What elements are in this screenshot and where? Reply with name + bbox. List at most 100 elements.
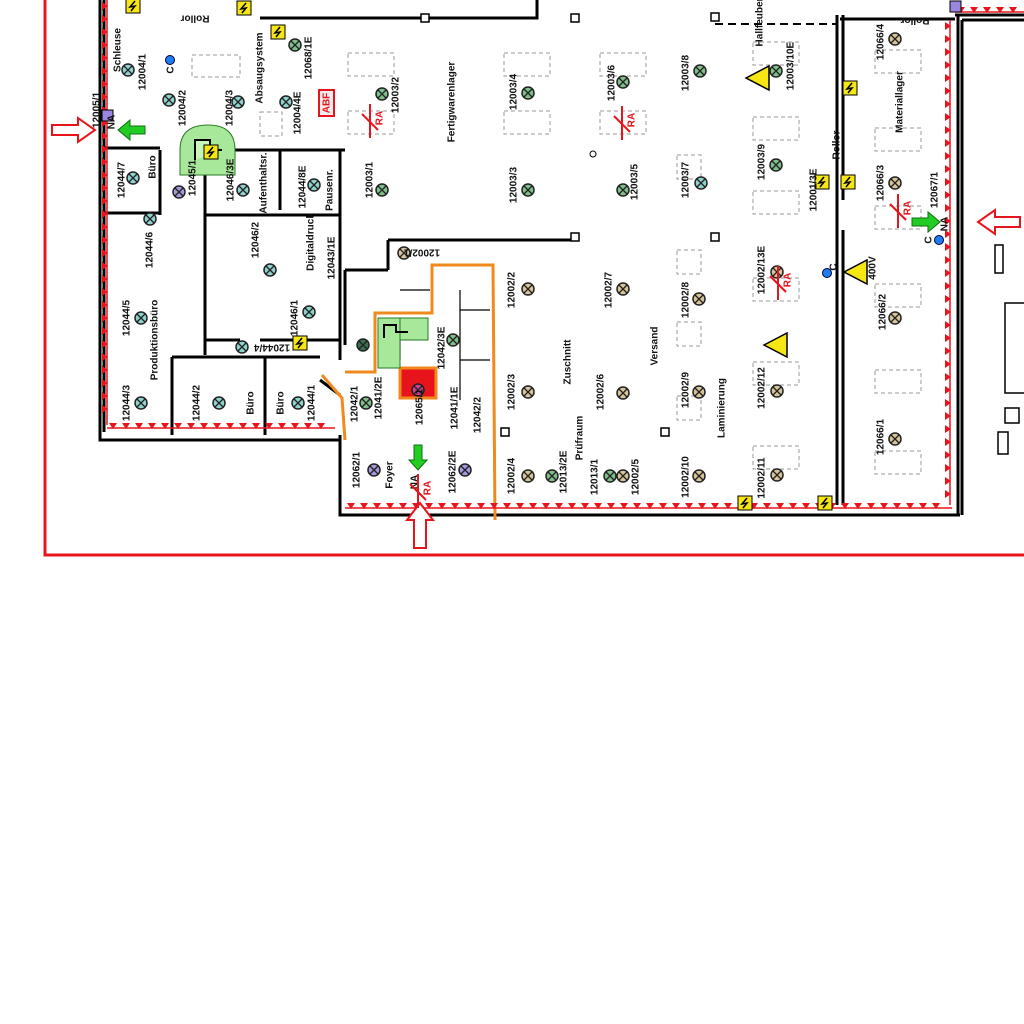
escape-route-arrow — [200, 423, 208, 429]
escape-route-arrow — [187, 423, 195, 429]
fire-extinguisher-icon — [934, 235, 944, 245]
luminaire-icon — [521, 385, 535, 399]
escape-route-arrow — [945, 464, 951, 472]
plan-label: 12042/3E — [437, 326, 448, 369]
luminaire-icon — [288, 38, 302, 52]
escape-route-arrow — [102, 132, 108, 140]
exit-arrows — [51, 116, 1021, 549]
escape-route-arrow — [464, 503, 472, 509]
luminaire-icon — [356, 338, 370, 352]
plan-label: 12003/2 — [391, 76, 402, 113]
escape-route-arrow — [945, 256, 951, 264]
luminaire-icon — [162, 93, 176, 107]
escape-route-arrow — [304, 423, 312, 429]
na-marker: NA — [107, 115, 118, 129]
escape-route-arrow — [102, 392, 108, 400]
escape-route-arrow — [213, 423, 221, 429]
plan-label: Büro — [148, 155, 159, 178]
escape-route-arrow — [945, 61, 951, 69]
plan-label: 12002/2 — [507, 271, 518, 308]
escape-route-arrow — [854, 503, 862, 509]
plan-label: 400V — [868, 256, 879, 280]
plan-label: Büro — [246, 391, 257, 414]
escape-route-arrow — [789, 503, 797, 509]
escape-route-arrow — [607, 503, 615, 509]
plan-label: 12013/1 — [590, 458, 601, 495]
luminaire-icon — [692, 292, 706, 306]
escape-route-arrow — [291, 423, 299, 429]
escape-route-arrow — [919, 503, 927, 509]
escape-route-arrow — [672, 503, 680, 509]
escape-route-arrow — [252, 423, 260, 429]
high-voltage-sign-icon — [270, 24, 286, 40]
high-voltage-sign-icon — [125, 0, 141, 14]
luminaire-icon — [521, 183, 535, 197]
escape-route-arrow — [945, 87, 951, 95]
ra-marker: RA — [783, 273, 794, 287]
plan-label: 12062/1 — [352, 451, 363, 488]
escape-route-arrow — [724, 503, 732, 509]
c-marker: C — [829, 263, 840, 270]
plan-label: 12044/3 — [122, 384, 133, 421]
escape-route-arrow — [945, 35, 951, 43]
escape-route-arrow — [945, 321, 951, 329]
plan-label: 12003/6 — [607, 64, 618, 101]
escape-route-arrow — [239, 423, 247, 429]
plan-label: 12002/5 — [631, 458, 642, 495]
plan-label: 12002/12 — [757, 367, 768, 409]
plan-label: Foyer — [385, 461, 396, 488]
alarm-button-icon — [101, 109, 114, 122]
luminaire-icon — [446, 333, 460, 347]
escape-route-arrow — [945, 282, 951, 290]
escape-route-arrow — [983, 7, 991, 13]
escape-route-arrow — [893, 503, 901, 509]
plan-label: 12003/10E — [786, 41, 797, 90]
staircase-2 — [377, 317, 429, 369]
escape-route-arrow — [945, 230, 951, 238]
escape-route-arrow — [438, 503, 446, 509]
plan-label: 12041/2E — [374, 376, 385, 419]
plan-label: 12004/1 — [138, 53, 149, 90]
luminaire-icon — [888, 32, 902, 46]
luminaires — [121, 32, 902, 483]
luminaire-icon — [694, 176, 708, 190]
luminaire-icon — [521, 469, 535, 483]
escape-route-arrow — [102, 184, 108, 192]
escape-route-arrow — [102, 197, 108, 205]
escape-route-arrow — [1009, 7, 1017, 13]
plan-label: 12002/3 — [507, 373, 518, 410]
plan-label: Produktionsbüro — [150, 300, 161, 381]
escape-route-arrow — [102, 262, 108, 270]
plan-label: 12066/2 — [878, 293, 889, 330]
plan-label: 12002/8 — [681, 281, 692, 318]
luminaire-icon — [236, 183, 250, 197]
plan-label: 12004/4E — [293, 91, 304, 134]
plan-label: 12066/1 — [876, 418, 887, 455]
smoke-vent-ra-icon: RA — [769, 266, 794, 300]
escape-route-arrow — [102, 288, 108, 296]
escape-route-arrow — [102, 41, 108, 49]
escape-route-arrow — [945, 451, 951, 459]
escape-route-arrow — [102, 80, 108, 88]
escape-route-arrow — [763, 503, 771, 509]
c-marker: C — [166, 66, 177, 73]
plan-label: 12002/1 — [403, 247, 440, 258]
escape-route-arrow — [386, 503, 394, 509]
plan-label: 12046/1 — [290, 299, 301, 336]
plan-label: 12003/1 — [365, 161, 376, 198]
plan-label: 12003/8 — [681, 54, 692, 91]
escape-route-arrow — [102, 210, 108, 218]
luminaire-icon — [616, 75, 630, 89]
luminaire-icon — [212, 396, 226, 410]
escape-route-arrow — [945, 373, 951, 381]
alarm-button-icon — [949, 0, 962, 13]
high-voltage-sign-icon — [842, 80, 858, 96]
luminaire-icon — [121, 63, 135, 77]
high-voltage-sign-icon — [817, 495, 833, 511]
escape-route-arrow — [945, 48, 951, 56]
luminaire-icon — [126, 171, 140, 185]
escape-route-arrow — [102, 158, 108, 166]
escape-route-arrow — [711, 503, 719, 509]
luminaire-icon — [692, 469, 706, 483]
